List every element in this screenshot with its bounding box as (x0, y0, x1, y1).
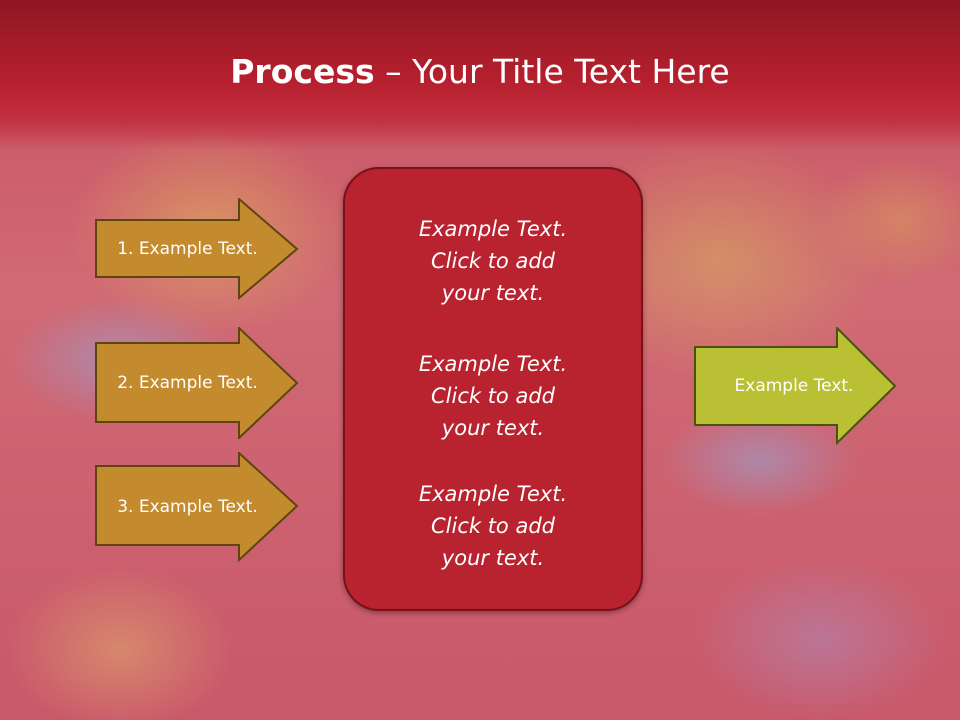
step-arrow-label: 2. Example Text. (117, 373, 258, 393)
title-bold: Process (230, 52, 375, 91)
step-arrow-3[interactable]: 3. Example Text. (95, 452, 300, 562)
block-line: Example Text. (418, 482, 568, 506)
result-arrow[interactable]: Example Text. (694, 327, 898, 445)
block-line: Click to add (430, 384, 555, 408)
block-line: Example Text. (418, 217, 568, 241)
center-text-block-1: Example Text. Click to add your text. (345, 213, 641, 309)
arrow-shape-icon (95, 327, 299, 439)
block-line: Click to add (430, 514, 555, 538)
block-line: Click to add (430, 249, 555, 273)
arrow-shape-icon (95, 198, 299, 300)
slide-title[interactable]: Process – Your Title Text Here (0, 52, 960, 91)
arrow-shape-icon (694, 327, 897, 445)
center-text-panel[interactable]: Example Text. Click to add your text. Ex… (343, 167, 643, 611)
block-line: Example Text. (418, 352, 568, 376)
center-text-block-2: Example Text. Click to add your text. (345, 348, 641, 444)
result-arrow-label: Example Text. (734, 376, 854, 396)
step-arrow-label: 1. Example Text. (117, 239, 258, 259)
step-arrow-label: 3. Example Text. (117, 497, 258, 517)
block-line: your text. (441, 281, 545, 305)
step-arrow-2[interactable]: 2. Example Text. (95, 327, 300, 439)
title-bar (0, 0, 960, 150)
block-line: your text. (441, 416, 545, 440)
arrow-shape-icon (95, 452, 299, 562)
center-text-block-3: Example Text. Click to add your text. (345, 478, 641, 574)
block-line: your text. (441, 546, 545, 570)
step-arrow-1[interactable]: 1. Example Text. (95, 198, 300, 300)
title-rest: – Your Title Text Here (374, 52, 730, 91)
